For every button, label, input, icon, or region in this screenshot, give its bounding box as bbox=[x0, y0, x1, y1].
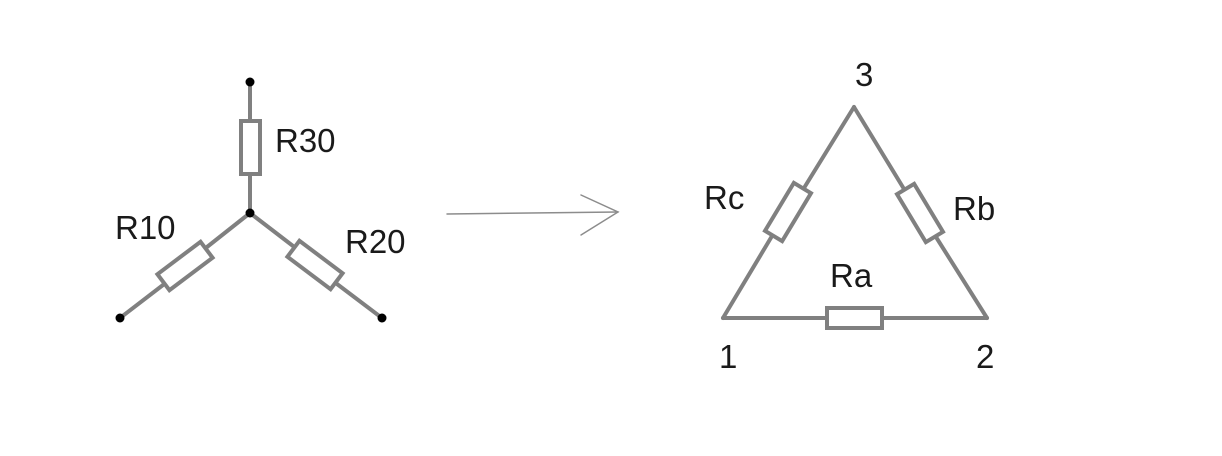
label-rb: Rb bbox=[953, 190, 995, 227]
node-label-3: 3 bbox=[855, 56, 873, 93]
wire bbox=[248, 211, 295, 248]
transform-arrow bbox=[446, 194, 620, 236]
label-r20: R20 bbox=[345, 223, 406, 260]
label-r10: R10 bbox=[115, 209, 176, 246]
resistor-rb bbox=[894, 181, 946, 245]
delta-network: Ra Rb Rc 1 2 3 bbox=[704, 56, 995, 375]
resistor-r20 bbox=[284, 237, 346, 293]
wire bbox=[934, 235, 989, 320]
resistor-ra bbox=[825, 306, 884, 330]
wire bbox=[205, 211, 252, 249]
wire bbox=[852, 105, 906, 191]
star-branch-r10 bbox=[118, 211, 252, 320]
wire bbox=[802, 105, 856, 190]
wire bbox=[721, 234, 774, 320]
node-label-2: 2 bbox=[976, 338, 994, 375]
star-terminal-left bbox=[115, 313, 125, 323]
node-label-1: 1 bbox=[719, 338, 737, 375]
label-rc: Rc bbox=[704, 179, 744, 216]
wire bbox=[118, 283, 165, 320]
arrow-head bbox=[580, 194, 620, 236]
wire bbox=[335, 282, 384, 320]
resistor-rc bbox=[762, 180, 814, 244]
star-branch-r20 bbox=[248, 211, 384, 320]
star-terminal-top bbox=[245, 77, 255, 87]
arrow-shaft bbox=[446, 211, 619, 215]
star-network: R30 R10 R20 bbox=[115, 77, 406, 323]
delta-branch-rc bbox=[721, 105, 856, 320]
star-center-node bbox=[245, 208, 255, 218]
resistor-r10 bbox=[154, 238, 216, 294]
label-ra: Ra bbox=[830, 257, 873, 294]
label-r30: R30 bbox=[275, 122, 336, 159]
resistor-r30 bbox=[239, 119, 262, 176]
delta-branch-ra bbox=[721, 306, 989, 330]
star-terminal-right bbox=[377, 313, 387, 323]
delta-branch-rb bbox=[852, 105, 989, 320]
star-branch-r30 bbox=[239, 80, 262, 215]
